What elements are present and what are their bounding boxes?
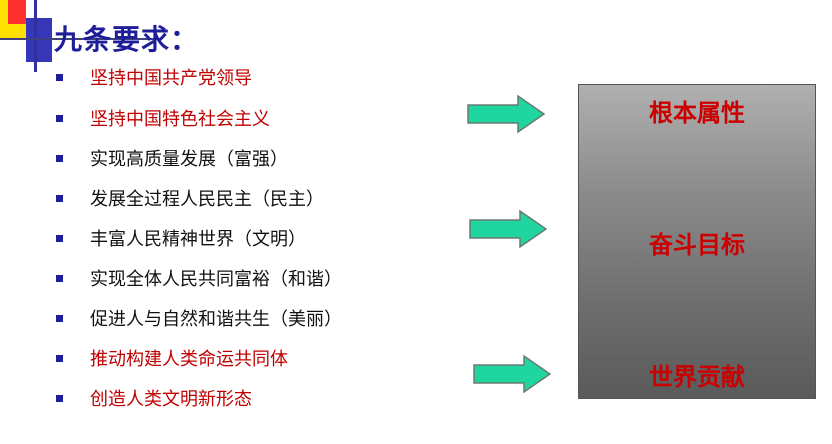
requirement-text: 坚持中国共产党领导 xyxy=(90,68,252,89)
list-item: 实现高质量发展（富强） xyxy=(56,143,288,173)
square-bullet-icon xyxy=(56,194,63,202)
square-bullet-icon xyxy=(56,234,63,242)
requirement-text: 实现全体人民共同富裕（和谐） xyxy=(90,269,342,290)
square-bullet-icon xyxy=(56,274,63,282)
square-bullet-icon xyxy=(56,114,63,122)
slide-title: 九条要求： xyxy=(54,23,200,56)
list-item: 发展全过程人民民主（民主） xyxy=(56,183,324,213)
requirement-text: 发展全过程人民民主（民主） xyxy=(90,189,324,210)
category-label-fundamental: 根本属性 xyxy=(649,99,745,127)
corner-red-square xyxy=(8,0,26,24)
list-item: 促进人与自然和谐共生（美丽） xyxy=(56,303,342,333)
list-item: 丰富人民精神世界（文明） xyxy=(56,223,306,253)
square-bullet-icon xyxy=(56,314,63,322)
requirement-text: 促进人与自然和谐共生（美丽） xyxy=(90,309,342,330)
list-item: 坚持中国特色社会主义 xyxy=(56,103,270,133)
category-box: 根本属性 奋斗目标 世界贡献 xyxy=(578,84,816,399)
right-arrow-icon xyxy=(467,94,546,134)
list-item: 实现全体人民共同富裕（和谐） xyxy=(56,263,342,293)
list-item: 坚持中国共产党领导 xyxy=(56,62,252,92)
title-underline xyxy=(0,38,160,40)
right-arrow-icon xyxy=(473,354,552,394)
right-arrow-icon xyxy=(469,209,548,249)
list-item: 推动构建人类命运共同体 xyxy=(56,343,288,373)
square-bullet-icon xyxy=(56,73,63,81)
square-bullet-icon xyxy=(56,394,63,402)
requirement-text: 坚持中国特色社会主义 xyxy=(90,109,270,130)
requirement-text: 创造人类文明新形态 xyxy=(90,389,252,410)
corner-blue-square xyxy=(26,18,52,62)
square-bullet-icon xyxy=(56,354,63,362)
category-label-contribution: 世界贡献 xyxy=(649,363,745,391)
square-bullet-icon xyxy=(56,154,63,162)
requirement-text: 推动构建人类命运共同体 xyxy=(90,349,288,370)
requirement-text: 实现高质量发展（富强） xyxy=(90,149,288,170)
list-item: 创造人类文明新形态 xyxy=(56,383,252,413)
requirement-text: 丰富人民精神世界（文明） xyxy=(90,229,306,250)
category-label-goal: 奋斗目标 xyxy=(649,231,745,259)
corner-vertical-line xyxy=(34,0,37,72)
